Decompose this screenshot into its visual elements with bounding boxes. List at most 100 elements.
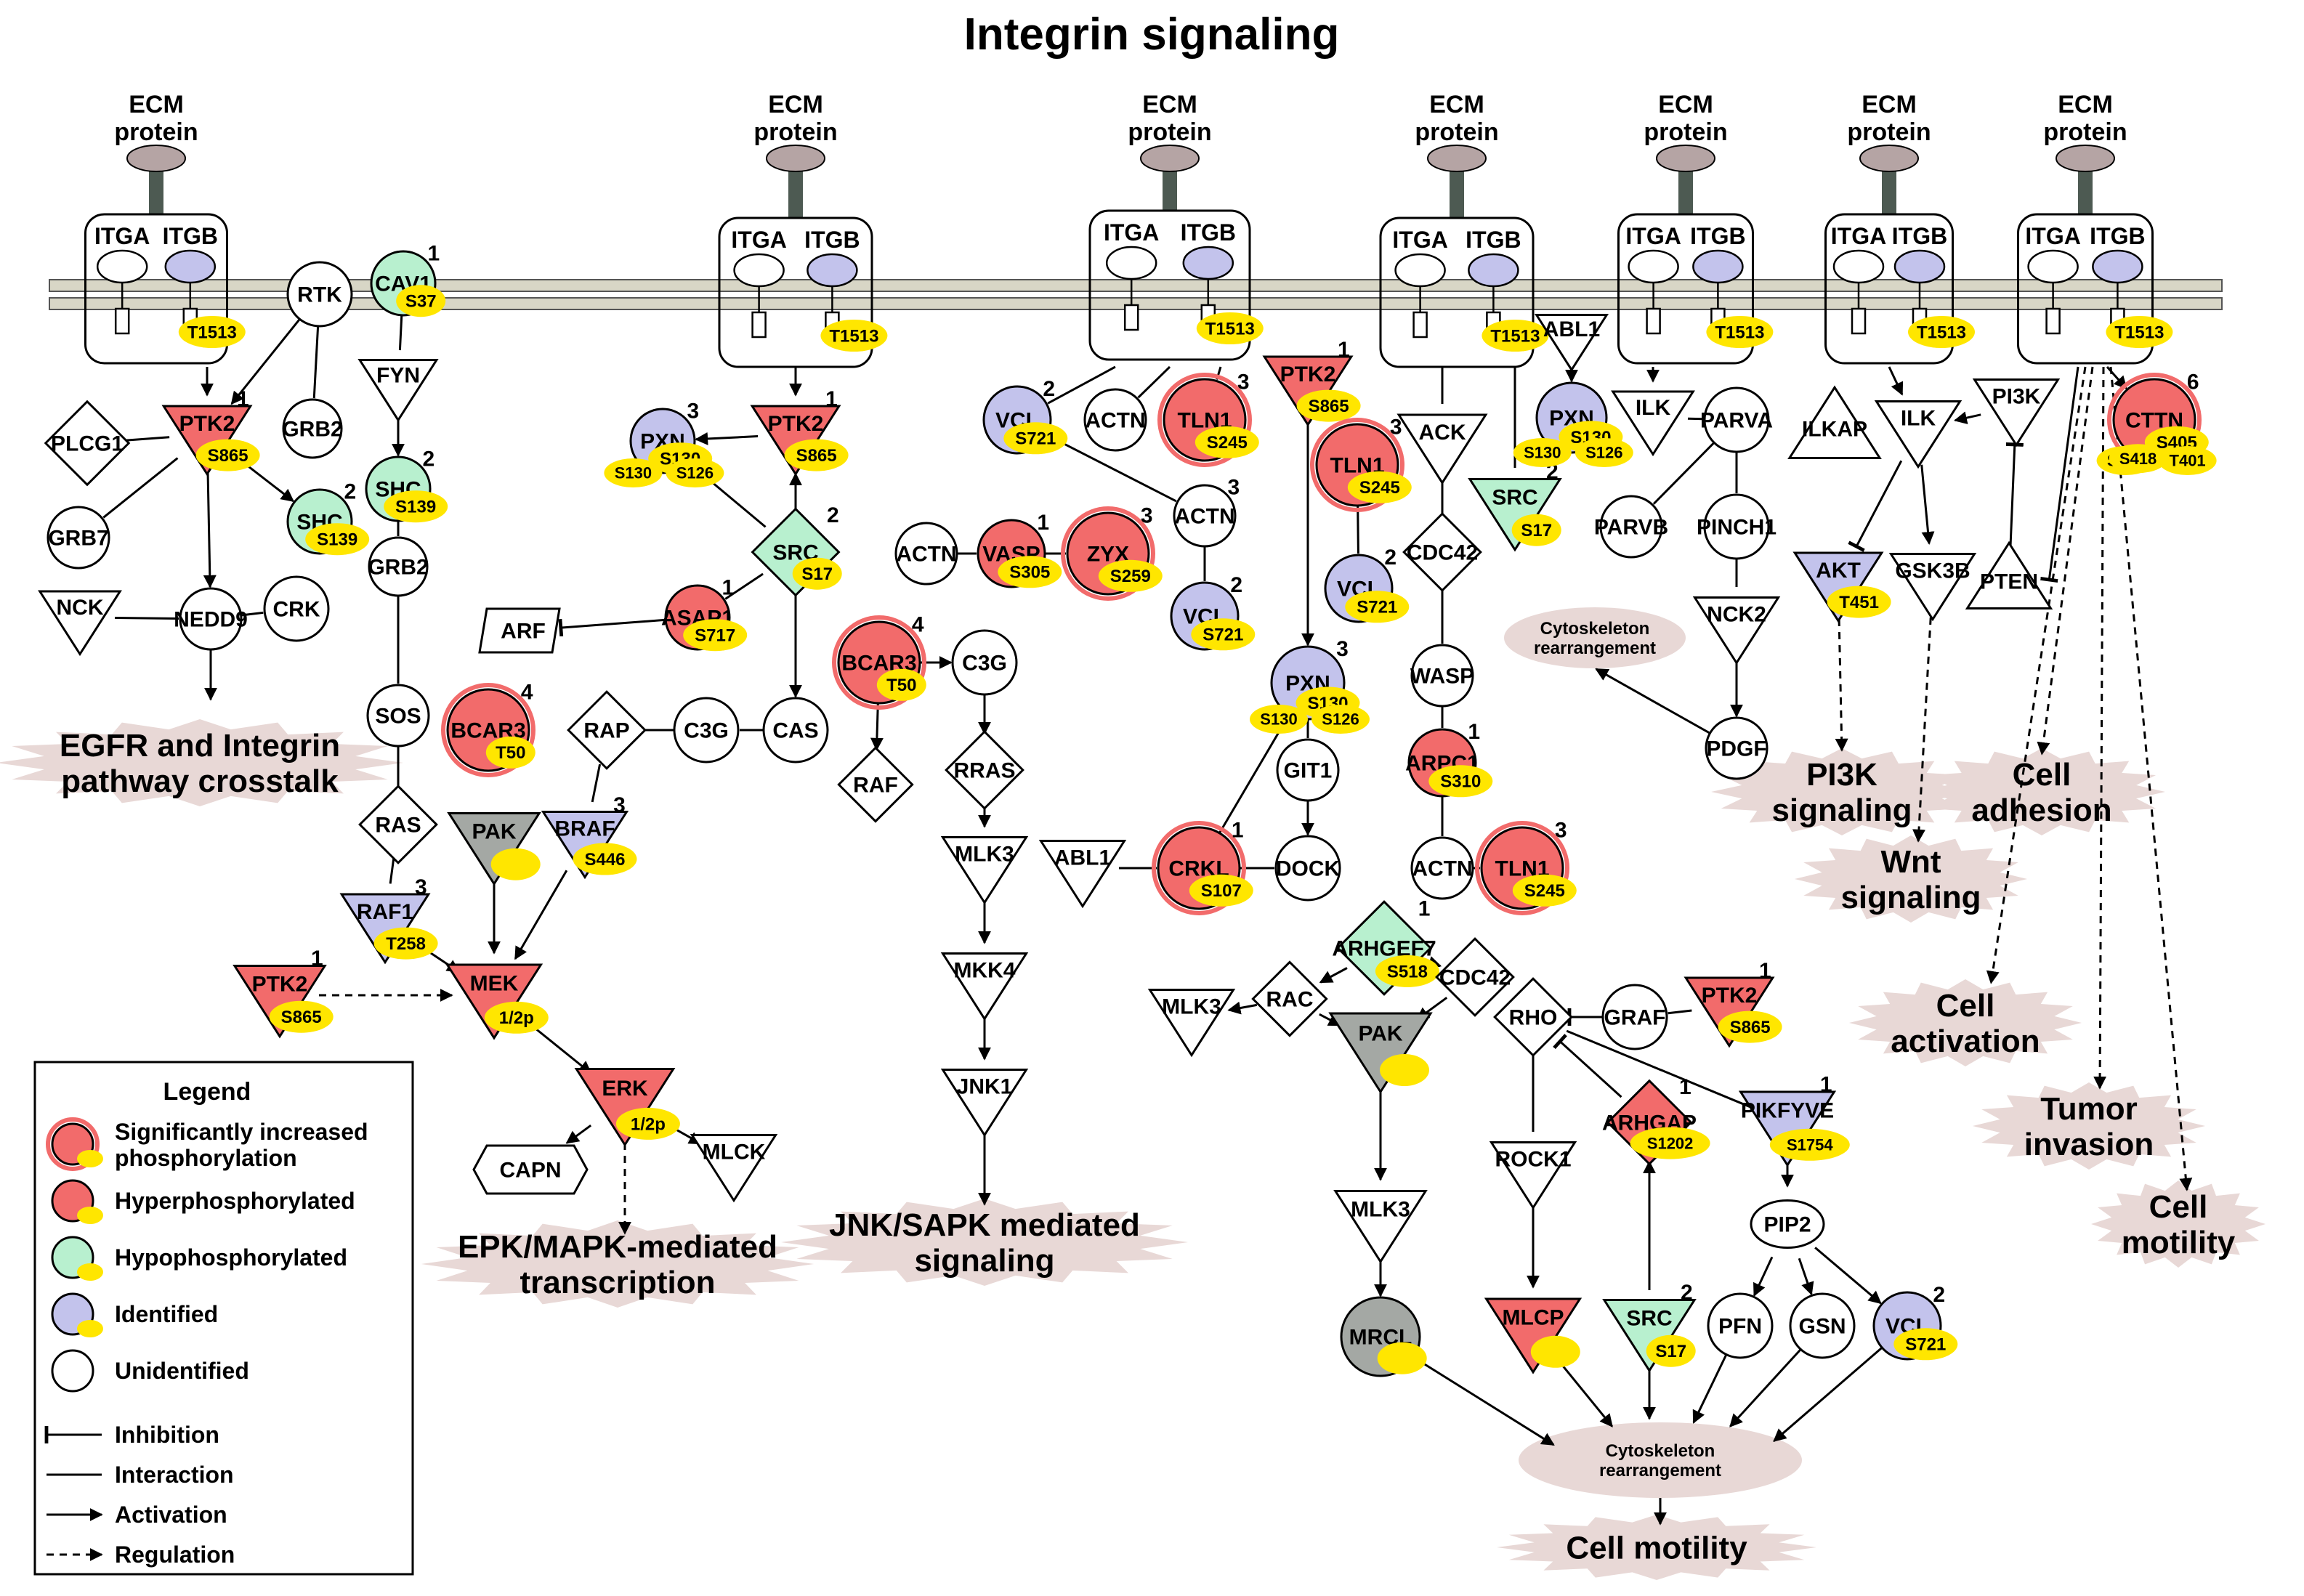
pathway-edge bbox=[1553, 1034, 1622, 1098]
phospho-site bbox=[1380, 1054, 1429, 1086]
node-shape bbox=[951, 629, 1018, 696]
phospho-site-label: 1/2p bbox=[499, 1008, 534, 1028]
site-count-label: 1 bbox=[1759, 959, 1771, 983]
phospho-site bbox=[1311, 705, 1370, 734]
pathway-edge bbox=[1357, 505, 1359, 554]
phospho-site bbox=[573, 843, 637, 875]
legend-item: Unidentified bbox=[51, 1349, 249, 1393]
node-ilk-b: ILK bbox=[1874, 400, 1963, 469]
node-cdc42-b: CDC42 bbox=[1435, 937, 1515, 1017]
itga-tail bbox=[1123, 304, 1139, 331]
node-mlk3-a: MLK3 bbox=[940, 836, 1029, 905]
node-fyn: FYN bbox=[357, 359, 439, 423]
pathway-edge bbox=[558, 618, 666, 637]
node-gsk3b: GSK3B bbox=[1888, 553, 1977, 622]
node-label: DOCK bbox=[1276, 857, 1341, 881]
node-shape bbox=[478, 607, 561, 654]
itga-subunit bbox=[2027, 249, 2079, 284]
node-shape bbox=[38, 590, 122, 657]
node-shape bbox=[1173, 484, 1237, 548]
node-label: PI3K bbox=[1992, 385, 2041, 409]
legend-label: Unidentified bbox=[115, 1358, 249, 1384]
node-shape bbox=[574, 1068, 676, 1147]
receptor-box bbox=[84, 213, 228, 365]
node-shape bbox=[1435, 937, 1515, 1017]
node-label: MLK3 bbox=[1351, 1197, 1410, 1221]
phospho-site bbox=[820, 320, 888, 352]
phospho-site bbox=[1191, 618, 1256, 651]
node-capn: CAPN bbox=[472, 1144, 589, 1195]
node-label: RAF1 bbox=[357, 900, 413, 924]
node-label: ACTN bbox=[896, 543, 956, 567]
itgb-label: ITGB bbox=[804, 227, 860, 253]
phospho-site bbox=[1718, 1010, 1782, 1043]
phospho-site-label: T401 bbox=[2170, 452, 2206, 470]
phospho-site-label: S721 bbox=[1905, 1335, 1946, 1355]
site-count-label: 1 bbox=[1338, 338, 1350, 362]
phospho-site-label: T1513 bbox=[829, 326, 878, 346]
node-label: AKT bbox=[1816, 559, 1861, 583]
phospho-site bbox=[784, 439, 849, 471]
phospho-site-label: T1513 bbox=[1205, 319, 1255, 339]
phospho-site-label: S245 bbox=[1207, 433, 1248, 453]
node-label: FYN bbox=[376, 364, 420, 388]
outcome-mot2: Cell motility bbox=[1497, 1515, 1816, 1580]
itgb-subunit bbox=[164, 249, 217, 284]
node-label: CRK bbox=[273, 598, 320, 622]
node-label: PARVA bbox=[1700, 409, 1773, 433]
node-nck: NCK bbox=[38, 590, 122, 657]
phospho-site-label: S418 bbox=[2119, 450, 2157, 468]
itgb-subunit bbox=[2092, 249, 2143, 284]
site-count-label: 3 bbox=[1237, 370, 1250, 394]
node-label: GRB2 bbox=[368, 556, 428, 580]
node-actn-b: ACTN bbox=[1083, 388, 1147, 452]
legend-item: Interaction bbox=[47, 1462, 234, 1488]
node-shape bbox=[1396, 413, 1488, 485]
receptor-box bbox=[2017, 213, 2154, 365]
node-ack: ACK bbox=[1396, 413, 1488, 485]
pathway-edge bbox=[1954, 411, 1981, 424]
node-label: PAK bbox=[472, 819, 516, 843]
legend-item: Identified bbox=[51, 1292, 218, 1337]
node-mlk3-b: MLK3 bbox=[1147, 989, 1236, 1058]
node-label: ACK bbox=[1419, 421, 1466, 445]
legend-label: Activation bbox=[115, 1502, 227, 1528]
node-label: SRC bbox=[1626, 1306, 1672, 1330]
site-count-label: 2 bbox=[1043, 377, 1055, 401]
node-label: ACTN bbox=[1085, 409, 1145, 433]
phospho-site-label: T50 bbox=[496, 743, 525, 763]
node-label: SOS bbox=[375, 705, 421, 729]
phospho-site bbox=[1195, 426, 1259, 458]
node-label: PTK2 bbox=[179, 412, 235, 436]
legend-item: Inhibition bbox=[44, 1422, 219, 1448]
itga-tail bbox=[1412, 311, 1428, 339]
phospho-site-label: S139 bbox=[317, 530, 357, 550]
node-shape bbox=[1328, 1012, 1433, 1094]
itga-label: ITGA bbox=[1392, 227, 1447, 253]
node-label: ABL1 bbox=[1054, 846, 1111, 870]
node-shape bbox=[940, 836, 1029, 905]
ecm-protein-head bbox=[1859, 145, 1919, 172]
node-label: CDC42 bbox=[1407, 541, 1478, 565]
phospho-site-label: T451 bbox=[1839, 593, 1879, 612]
site-count-label: 1 bbox=[1418, 896, 1431, 920]
pathway-edge bbox=[203, 471, 217, 588]
pathway-edge bbox=[1912, 617, 1932, 843]
phospho-site-label: S107 bbox=[1201, 881, 1242, 901]
